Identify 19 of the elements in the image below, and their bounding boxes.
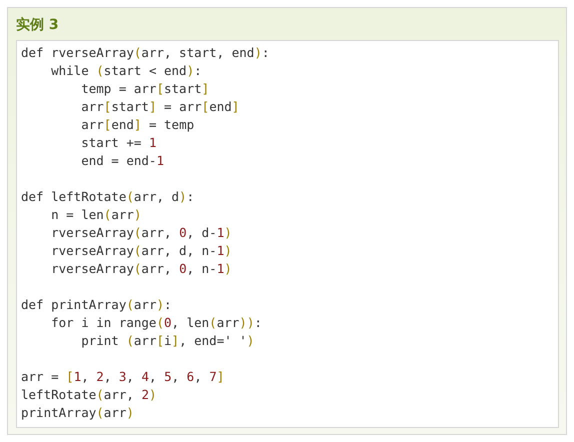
code-line: print (arr[i], end=' ') [80,332,254,350]
code-line: rverseArray(arr, 0, n-1) [50,260,232,278]
code-line: temp = arr[start] [80,80,210,98]
code-line: n = len(arr) [50,206,142,224]
code-line: arr[start] = arr[end] [80,98,240,116]
code-line: arr[end] = temp [80,116,194,134]
code-line: leftRotate(arr, 2) [21,386,156,404]
code-line: def leftRotate(arr, d): [21,188,194,206]
code-line: printArray(arr) [21,404,134,422]
code-line: rverseArray(arr, d, n-1) [50,242,232,260]
code-line: def printArray(arr): [21,296,172,314]
code-line: while (start < end): [50,62,202,80]
panel-title: 实例 3 [16,16,59,34]
code-line: arr = [1, 2, 3, 4, 5, 6, 7] [21,368,224,386]
code-line: end = end-1 [80,152,164,170]
code-line: def rverseArray(arr, start, end): [21,44,270,62]
code-line: for i in range(0, len(arr)): [50,314,262,332]
code-line: rverseArray(arr, 0, d-1) [50,224,232,242]
code-line: start += 1 [80,134,156,152]
